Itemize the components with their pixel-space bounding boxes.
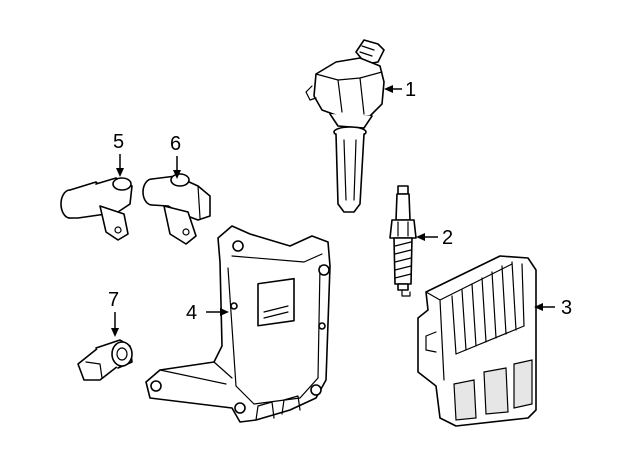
mounting-bracket[interactable] <box>145 225 331 423</box>
callout-label-5: 5 <box>113 131 124 153</box>
callout-6: 6 <box>170 133 181 179</box>
callout-5: 5 <box>113 131 124 177</box>
callout-label-1: 1 <box>405 79 416 101</box>
callout-7: 7 <box>108 289 119 337</box>
callout-label-3: 3 <box>561 297 572 319</box>
callout-label-4: 4 <box>186 302 197 324</box>
spark-plug[interactable] <box>389 185 417 297</box>
callout-2: 2 <box>416 227 453 249</box>
callout-1: 1 <box>384 79 416 101</box>
position-sensor-5[interactable] <box>60 177 133 241</box>
engine-control-module[interactable] <box>417 255 537 427</box>
ignition-coil[interactable] <box>305 39 385 213</box>
sensor-7[interactable] <box>77 339 133 381</box>
callout-label-2: 2 <box>442 227 453 249</box>
callout-label-6: 6 <box>170 133 181 155</box>
position-sensor-6[interactable] <box>142 173 211 245</box>
callout-3: 3 <box>534 297 572 319</box>
callout-label-7: 7 <box>108 289 119 311</box>
callout-4: 4 <box>186 302 229 324</box>
